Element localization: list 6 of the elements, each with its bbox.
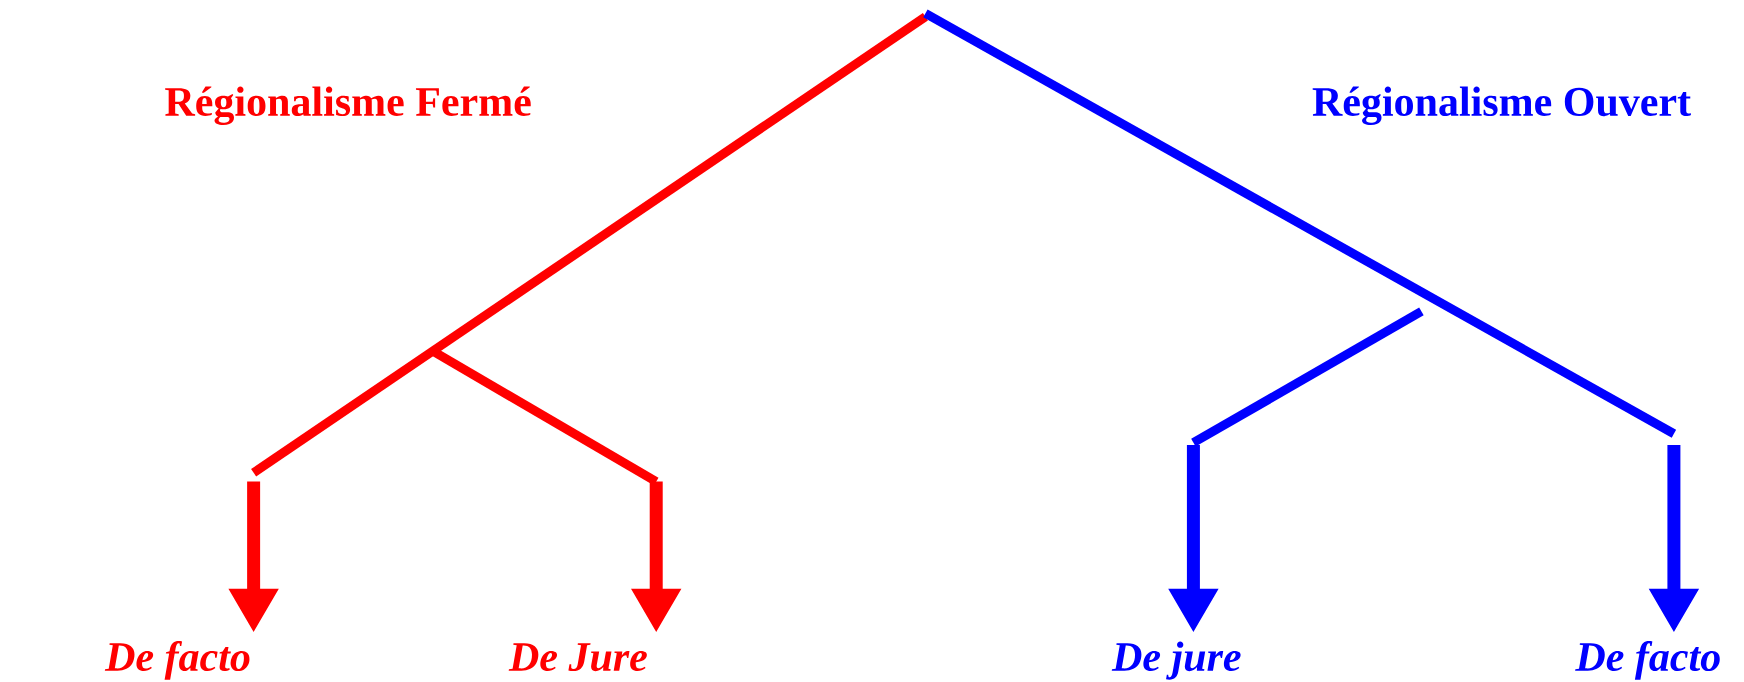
category-label: Régionalisme Ouvert [1312,86,1691,125]
option-label: De jure [1111,641,1241,680]
option-label: De facto [1575,641,1720,680]
option-label: De Jure [508,643,647,672]
category-label: Régionalisme Fermé [165,86,531,125]
option-label: De facto [104,641,250,680]
